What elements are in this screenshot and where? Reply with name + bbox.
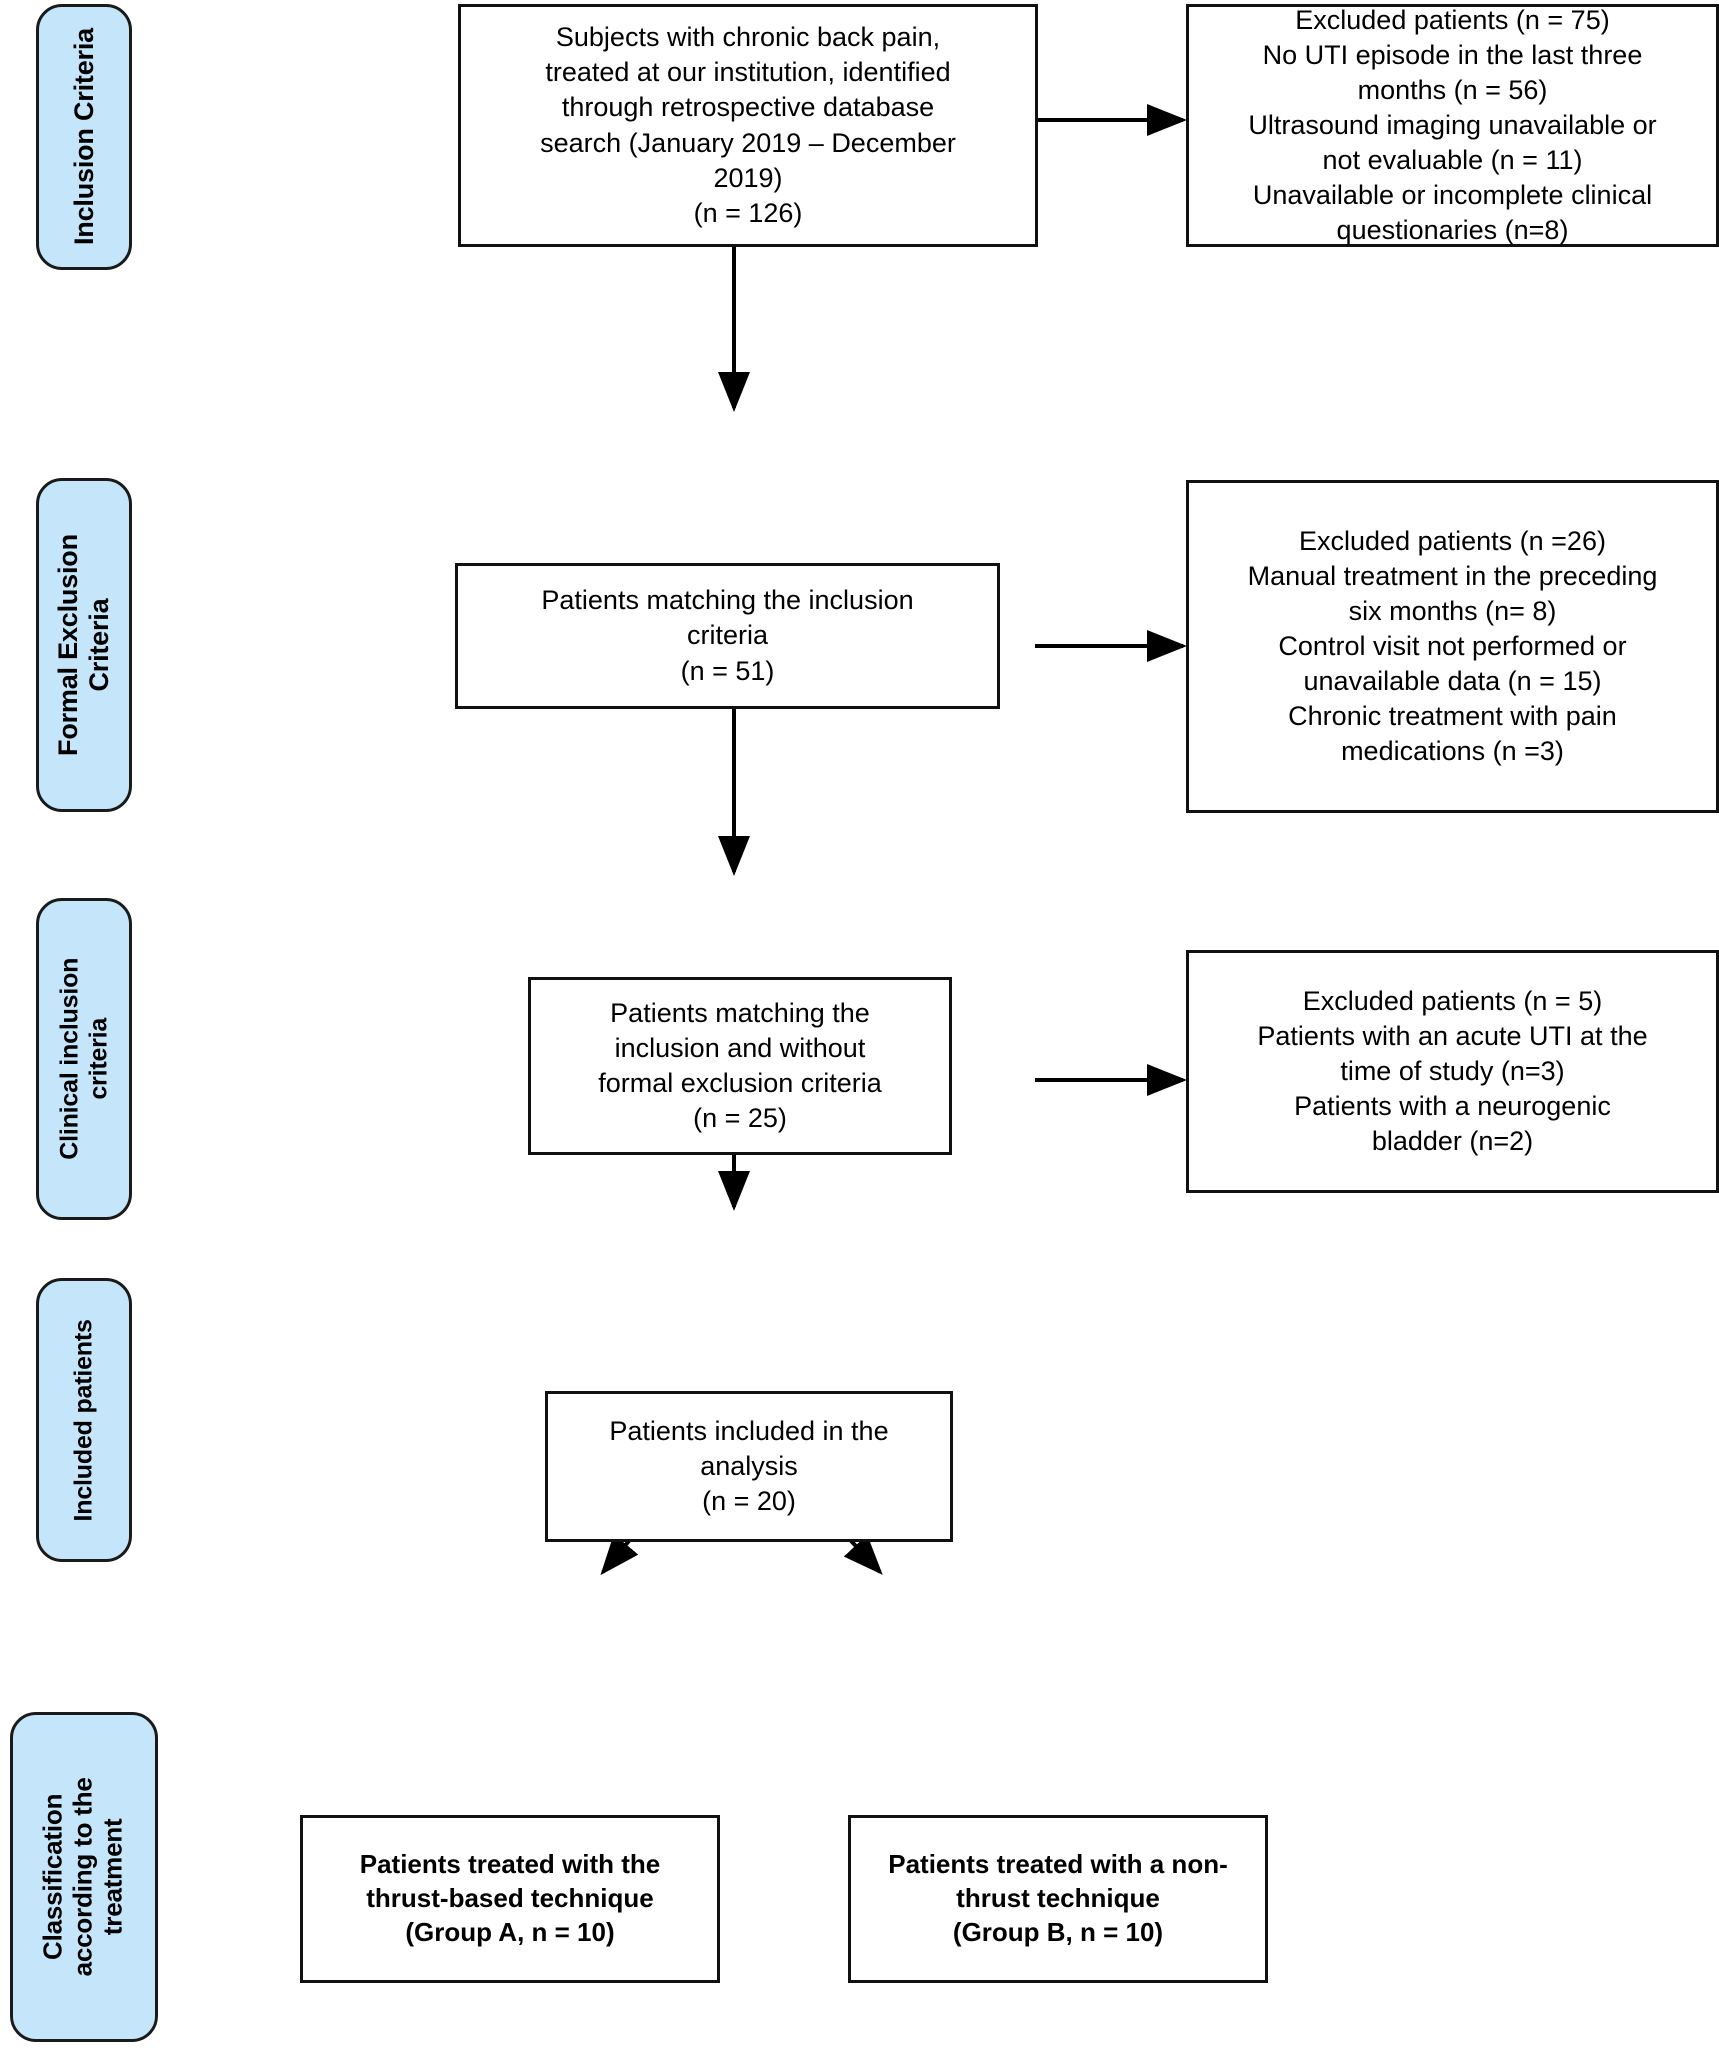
stage-label-formal-exclusion: Formal Exclusion Criteria xyxy=(36,478,132,812)
box-line: medications (n =3) xyxy=(1341,736,1564,767)
box-line: Chronic treatment with pain xyxy=(1288,701,1617,732)
stage-label-formal-exclusion-text: Formal Exclusion Criteria xyxy=(53,534,115,756)
box-line: Manual treatment in the preceding xyxy=(1247,560,1658,591)
stage-label-line: criteria xyxy=(84,1018,112,1100)
box-line: (Group B, n = 10) xyxy=(952,1916,1164,1947)
box-matching-inclusion-criteria: Patients matching the inclusion criteria… xyxy=(455,563,1000,709)
box-line: formal exclusion criteria xyxy=(598,1068,882,1098)
box-line: (n = 126) xyxy=(693,197,803,228)
box-line: Patients with a neurogenic xyxy=(1294,1091,1611,1122)
box-line: 2019) xyxy=(713,162,783,193)
box-line: Patients treated with a non- xyxy=(888,1849,1228,1880)
box-group-b: Patients treated with a non- thrust tech… xyxy=(848,1815,1268,1983)
stage-label-line: Included patients xyxy=(69,1318,98,1522)
box-line: (n = 20) xyxy=(702,1486,796,1517)
box-line: time of study (n=3) xyxy=(1340,1055,1565,1086)
box-without-formal-exclusion-text: Patients matching the inclusion and with… xyxy=(541,996,939,1136)
stage-label-line: Classification xyxy=(38,1793,69,1961)
box-line: (Group A, n = 10) xyxy=(405,1916,615,1947)
box-excluded-stage-3: Excluded patients (n = 5) Patients with … xyxy=(1186,950,1719,1193)
box-group-b-text: Patients treated with a non- thrust tech… xyxy=(861,1848,1255,1949)
box-line: No UTI episode in the last three xyxy=(1262,39,1643,70)
box-group-a-text: Patients treated with the thrust-based t… xyxy=(313,1848,707,1949)
box-line: treated at our institution, identified xyxy=(545,57,951,88)
stage-label-included-patients-text: Included patients xyxy=(70,1319,99,1521)
box-line: Patients included in the xyxy=(609,1415,889,1446)
box-line: analysis xyxy=(700,1450,798,1481)
box-line: through retrospective database xyxy=(561,92,935,123)
stage-label-line: Formal Exclusion xyxy=(52,534,83,756)
stage-label-included-patients: Included patients xyxy=(36,1278,132,1562)
stage-label-inclusion-criteria-text: Inclusion Criteria xyxy=(68,29,99,246)
box-line: (n = 51) xyxy=(680,655,775,686)
box-excluded-stage-3-text: Excluded patients (n = 5) Patients with … xyxy=(1199,984,1706,1159)
box-included-in-analysis-text: Patients included in the analysis (n = 2… xyxy=(558,1414,940,1519)
box-line: Excluded patients (n =26) xyxy=(1299,525,1606,556)
box-line: search (January 2019 – December xyxy=(540,127,956,158)
box-line: thrust-based technique xyxy=(366,1883,654,1914)
box-line: Patients matching the xyxy=(610,997,870,1028)
box-identified-subjects: Subjects with chronic back pain, treated… xyxy=(458,4,1038,247)
box-identified-subjects-text: Subjects with chronic back pain, treated… xyxy=(471,20,1025,231)
box-line: Patients treated with the xyxy=(359,1849,661,1880)
stage-label-inclusion-criteria: Inclusion Criteria xyxy=(36,4,132,270)
box-line: (n = 25) xyxy=(693,1103,787,1134)
box-line: Patients matching the inclusion xyxy=(541,585,914,616)
box-line: inclusion and without xyxy=(614,1032,866,1063)
box-line: Control visit not performed or xyxy=(1278,630,1627,661)
stage-label-line: according to the xyxy=(68,1777,99,1977)
box-line: bladder (n=2) xyxy=(1371,1126,1534,1157)
box-line: Unavailable or incomplete clinical xyxy=(1252,180,1653,211)
stage-label-clinical-inclusion: Clinical inclusion criteria xyxy=(36,898,132,1220)
box-line: Excluded patients (n = 5) xyxy=(1302,985,1603,1016)
box-excluded-stage-1: Excluded patients (n = 75) No UTI episod… xyxy=(1186,4,1719,247)
box-line: thrust technique xyxy=(956,1883,1160,1914)
box-line: six months (n= 8) xyxy=(1348,595,1557,626)
box-without-formal-exclusion: Patients matching the inclusion and with… xyxy=(528,977,952,1155)
box-line: unavailable data (n = 15) xyxy=(1303,666,1602,697)
box-line: Patients with an acute UTI at the xyxy=(1257,1020,1648,1051)
stage-label-line: Criteria xyxy=(84,598,115,692)
box-line: not evaluable (n = 11) xyxy=(1322,145,1583,176)
box-group-a: Patients treated with the thrust-based t… xyxy=(300,1815,720,1983)
box-excluded-stage-2: Excluded patients (n =26) Manual treatme… xyxy=(1186,480,1719,813)
box-excluded-stage-1-text: Excluded patients (n = 75) No UTI episod… xyxy=(1199,3,1706,249)
box-line: Excluded patients (n = 75) xyxy=(1295,4,1610,35)
stage-label-classification: Classification according to the treatmen… xyxy=(10,1712,158,2042)
stage-label-line: Inclusion Criteria xyxy=(68,28,99,246)
stage-label-line: Clinical inclusion xyxy=(55,958,84,1160)
box-line: Subjects with chronic back pain, xyxy=(555,22,941,53)
stage-label-line: treatment xyxy=(97,1818,128,1936)
box-line: criteria xyxy=(686,620,768,651)
box-excluded-stage-2-text: Excluded patients (n =26) Manual treatme… xyxy=(1199,524,1706,770)
box-line: questionaries (n=8) xyxy=(1336,215,1569,246)
stage-label-clinical-inclusion-text: Clinical inclusion criteria xyxy=(55,958,113,1160)
stage-label-classification-text: Classification according to the treatmen… xyxy=(38,1777,129,1977)
box-line: Ultrasound imaging unavailable or xyxy=(1248,109,1657,140)
box-included-in-analysis: Patients included in the analysis (n = 2… xyxy=(545,1391,953,1542)
box-line: months (n = 56) xyxy=(1357,74,1548,105)
box-matching-inclusion-criteria-text: Patients matching the inclusion criteria… xyxy=(468,583,987,688)
